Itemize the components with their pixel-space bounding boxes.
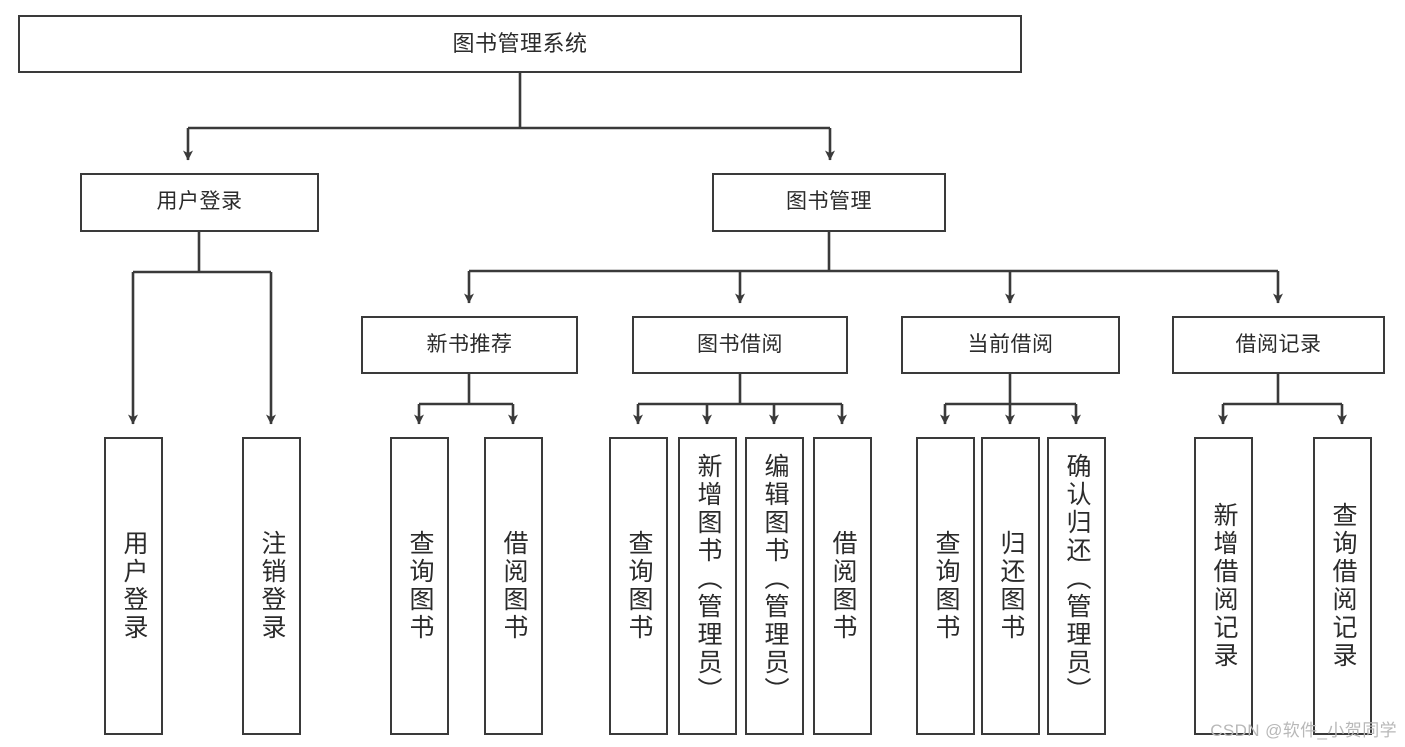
node-root-label: 图书管理系统 [452,31,588,57]
node-leaf-confirm-return[interactable]: 确认归还（管理员） [1047,437,1106,735]
node-book-manage[interactable]: 图书管理 [712,173,946,232]
node-leaf-return-book-label: 归还图书 [997,530,1025,642]
node-book-borrow[interactable]: 图书借阅 [632,316,848,374]
node-leaf-add-record[interactable]: 新增借阅记录 [1194,437,1253,735]
node-leaf-borrow-book-1-label: 借阅图书 [500,530,528,642]
node-leaf-query-book-2-label: 查询图书 [625,530,653,642]
node-borrow-record-label: 借阅记录 [1235,332,1322,356]
node-leaf-query-book-1[interactable]: 查询图书 [390,437,449,735]
node-leaf-user-login[interactable]: 用户登录 [104,437,163,735]
node-leaf-query-record[interactable]: 查询借阅记录 [1313,437,1372,735]
csdn-watermark: CSDN @软件_小贺同学 [1210,721,1397,740]
node-leaf-query-book-3-label: 查询图书 [932,530,960,642]
node-leaf-edit-book-label: 编辑图书（管理员） [761,453,789,705]
node-new-book-rec-label: 新书推荐 [426,332,513,356]
node-user-login[interactable]: 用户登录 [80,173,319,232]
node-leaf-query-book-1-label: 查询图书 [406,530,434,642]
node-leaf-add-book-label: 新增图书（管理员） [694,453,722,705]
node-leaf-query-book-2[interactable]: 查询图书 [609,437,668,735]
node-leaf-borrow-book-1[interactable]: 借阅图书 [484,437,543,735]
node-leaf-add-record-label: 新增借阅记录 [1210,502,1238,670]
node-borrow-record[interactable]: 借阅记录 [1172,316,1385,374]
node-leaf-edit-book[interactable]: 编辑图书（管理员） [745,437,804,735]
node-current-borrow[interactable]: 当前借阅 [901,316,1120,374]
node-user-login-label: 用户登录 [156,190,243,214]
node-leaf-borrow-book-2-label: 借阅图书 [829,530,857,642]
node-leaf-confirm-return-label: 确认归还（管理员） [1063,453,1091,705]
node-new-book-rec[interactable]: 新书推荐 [361,316,578,374]
node-leaf-add-book[interactable]: 新增图书（管理员） [678,437,737,735]
node-leaf-user-logout[interactable]: 注销登录 [242,437,301,735]
node-leaf-query-book-3[interactable]: 查询图书 [916,437,975,735]
node-leaf-borrow-book-2[interactable]: 借阅图书 [813,437,872,735]
node-leaf-user-logout-label: 注销登录 [258,530,286,642]
node-root[interactable]: 图书管理系统 [18,15,1022,73]
node-leaf-query-record-label: 查询借阅记录 [1329,502,1357,670]
node-book-manage-label: 图书管理 [786,190,872,214]
node-current-borrow-label: 当前借阅 [967,332,1054,356]
node-book-borrow-label: 图书借阅 [697,332,783,356]
node-leaf-user-login-label: 用户登录 [120,530,148,642]
node-leaf-return-book[interactable]: 归还图书 [981,437,1040,735]
